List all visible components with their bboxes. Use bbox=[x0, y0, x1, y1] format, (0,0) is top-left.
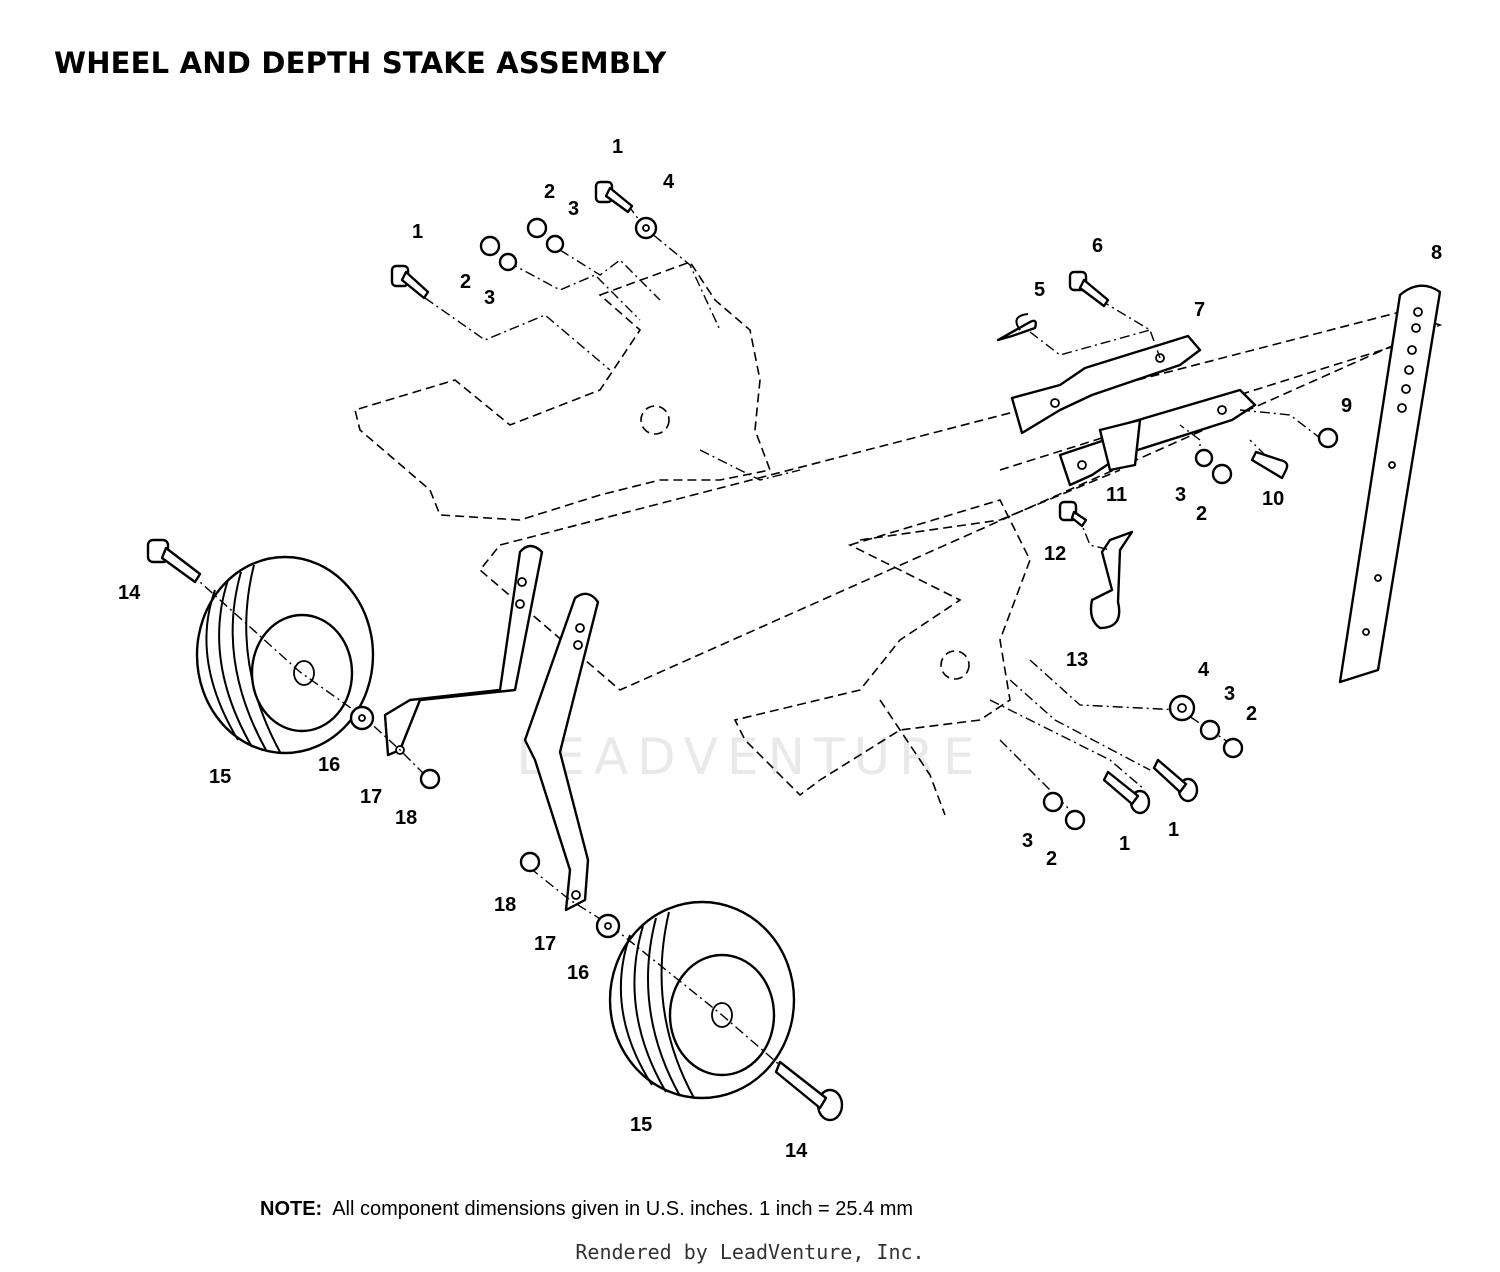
leadventure-watermark: LEADVENTURE bbox=[516, 728, 984, 786]
callout-4: 4 bbox=[663, 171, 675, 193]
callout-2: 2 bbox=[1246, 703, 1257, 725]
hair-pin-icon bbox=[996, 313, 1038, 342]
callout-15: 15 bbox=[630, 1114, 652, 1136]
wheel-legs bbox=[383, 544, 600, 912]
tiller-frame-outline bbox=[354, 261, 1443, 816]
callout-13: 13 bbox=[1066, 649, 1088, 671]
callout-labels: 1 2 3 1 4 2 3 6 5 7 8 9 11 3 2 10 12 13 … bbox=[118, 136, 1442, 1162]
stake-pin bbox=[1089, 530, 1134, 630]
dimension-note: NOTE: All component dimensions given in U… bbox=[260, 1198, 913, 1221]
bolt-icon bbox=[1152, 758, 1199, 803]
callout-3: 3 bbox=[484, 287, 495, 309]
page-title: WHEEL AND DEPTH STAKE ASSEMBLY bbox=[54, 46, 667, 80]
callout-3: 3 bbox=[1022, 830, 1033, 852]
callout-1: 1 bbox=[1168, 819, 1179, 841]
callout-8: 8 bbox=[1431, 242, 1442, 264]
callout-18: 18 bbox=[494, 894, 516, 916]
callout-16: 16 bbox=[567, 962, 589, 984]
callout-7: 7 bbox=[1194, 299, 1205, 321]
callout-3: 3 bbox=[568, 198, 579, 220]
callout-17: 17 bbox=[534, 933, 556, 955]
callout-11: 11 bbox=[1106, 484, 1127, 506]
callout-10: 10 bbox=[1262, 488, 1284, 510]
bolt-icon bbox=[1250, 450, 1289, 480]
callout-17: 17 bbox=[360, 786, 382, 808]
bolt-icon bbox=[1068, 270, 1110, 308]
callout-3: 3 bbox=[1175, 484, 1186, 506]
callout-14: 14 bbox=[118, 582, 141, 604]
callout-9: 9 bbox=[1341, 395, 1352, 417]
callout-2: 2 bbox=[460, 271, 471, 293]
callout-1: 1 bbox=[612, 136, 623, 158]
render-credit: Rendered by LeadVenture, Inc. bbox=[575, 1240, 925, 1264]
callout-3: 3 bbox=[1224, 683, 1235, 705]
callout-6: 6 bbox=[1092, 235, 1103, 257]
callout-5: 5 bbox=[1034, 279, 1045, 301]
callout-18: 18 bbox=[395, 807, 417, 829]
callout-2: 2 bbox=[544, 181, 555, 203]
bolt-icon bbox=[1058, 500, 1088, 528]
callout-2: 2 bbox=[1046, 848, 1057, 870]
depth-stake bbox=[1338, 284, 1442, 684]
bolt-icon bbox=[146, 538, 202, 584]
note-label: NOTE: bbox=[260, 1198, 323, 1220]
callout-12: 12 bbox=[1044, 543, 1066, 565]
callout-1: 1 bbox=[412, 221, 423, 243]
bolt-icon bbox=[594, 180, 634, 214]
brackets bbox=[1010, 334, 1257, 487]
callout-1: 1 bbox=[1119, 833, 1130, 855]
callout-14: 14 bbox=[785, 1140, 808, 1162]
wheel-left bbox=[195, 555, 375, 755]
bolt-icon bbox=[390, 264, 430, 300]
callout-2: 2 bbox=[1196, 503, 1207, 525]
callout-16: 16 bbox=[318, 754, 340, 776]
bolt-icon bbox=[1102, 770, 1151, 815]
hardware bbox=[146, 180, 1339, 1122]
bolt-icon bbox=[774, 1060, 844, 1122]
callout-15: 15 bbox=[209, 766, 231, 788]
wheel-right bbox=[608, 900, 796, 1100]
note-text: All component dimensions given in U.S. i… bbox=[332, 1198, 914, 1220]
callout-4: 4 bbox=[1198, 659, 1210, 681]
